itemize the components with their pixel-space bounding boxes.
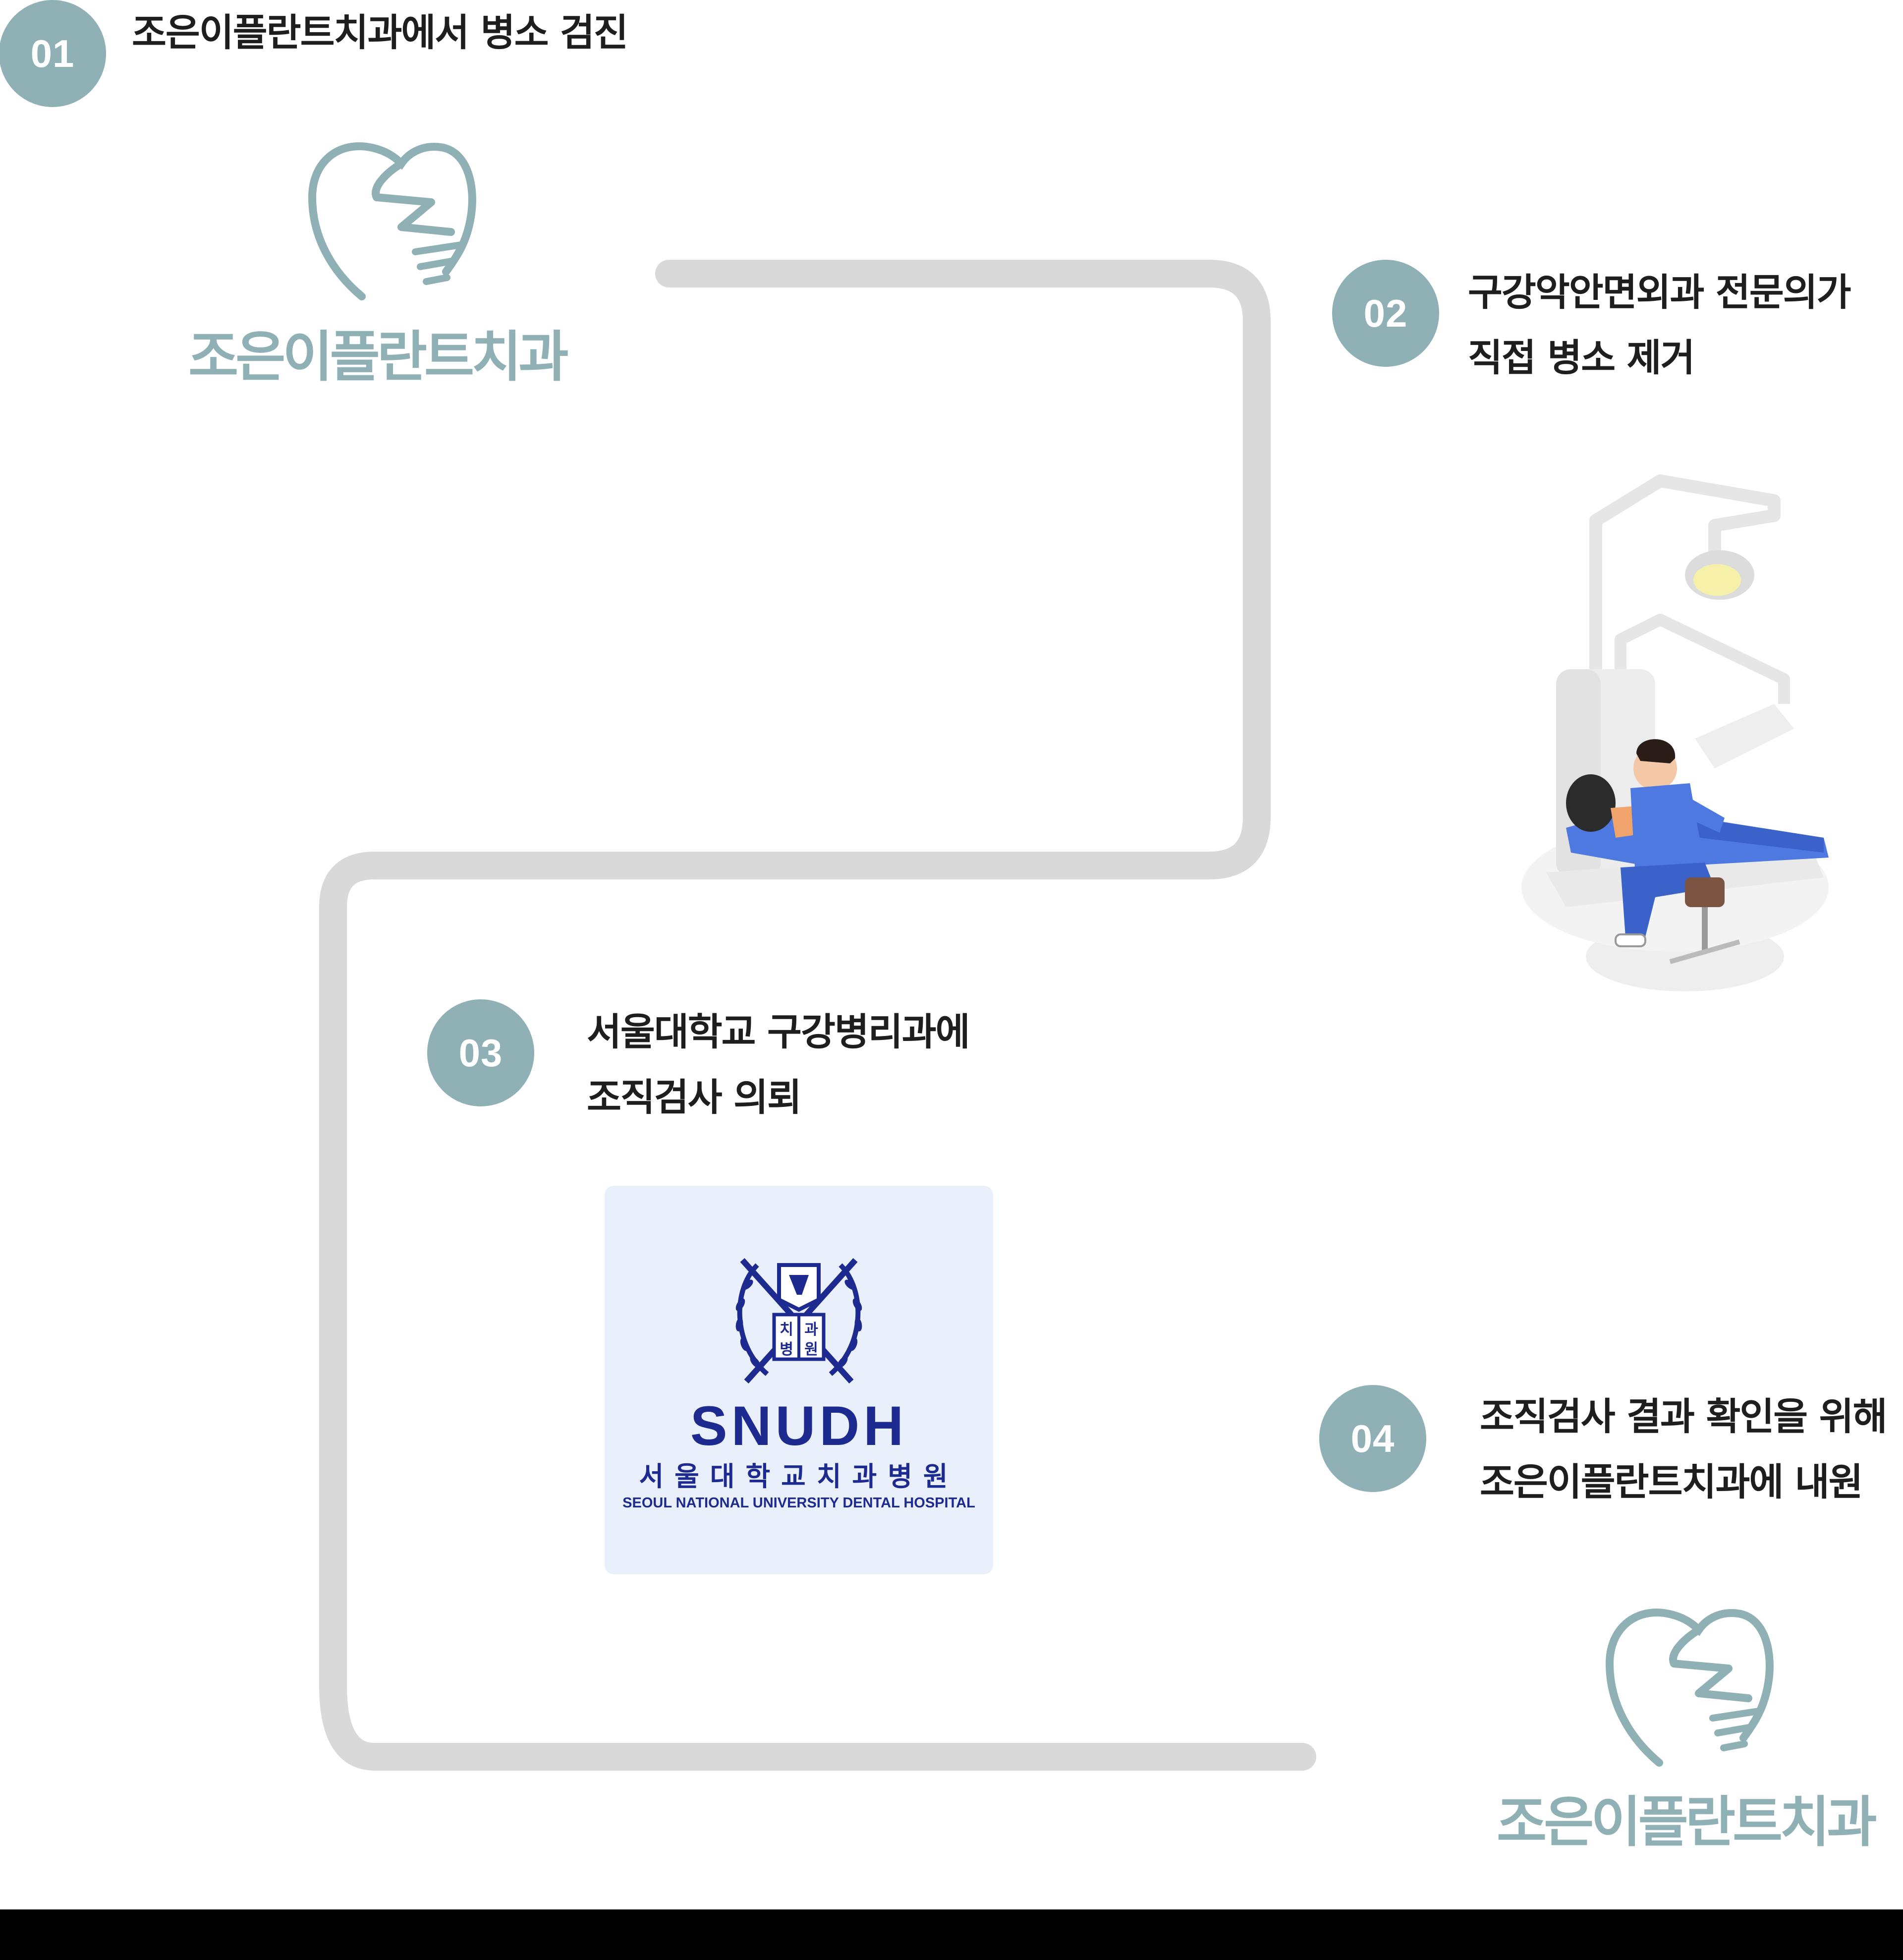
bottom-bar — [0, 1909, 1903, 1960]
step-line: 조은이플란트치과에 내원 — [1480, 1460, 1863, 1504]
step-description: 조직검사 결과 확인을 위해 조은이플란트치과에 내원 — [1480, 1384, 1887, 1515]
clinic-logo-text: 조은이플란트치과 — [188, 325, 569, 389]
step-number: 02 — [1363, 291, 1408, 335]
step-line: 조은이플란트치과에서 병소 검진 — [132, 10, 628, 55]
tooth-implant-icon — [1605, 1609, 1774, 1767]
snudh-seal-icon: 치 과 병 원 — [735, 1258, 862, 1384]
seal-char: 치 — [780, 1321, 793, 1338]
step-number-badge: 03 — [427, 999, 534, 1106]
step-description: 조은이플란트치과에서 병소 검진 — [132, 0, 628, 65]
step-line: 구강악안면외과 전문의가 — [1468, 270, 1851, 314]
step-line: 직접 병소 제거 — [1468, 336, 1695, 380]
step-description: 서울대학교 구강병리과에 조직검사 의뢰 — [587, 999, 970, 1130]
clinic-logo: 조은이플란트치과 — [188, 124, 605, 389]
step-description: 구강악안면외과 전문의가 직접 병소 제거 — [1468, 260, 1851, 391]
step-number: 03 — [458, 1031, 503, 1075]
step-number: 01 — [30, 31, 75, 75]
step-line: 조직검사 의뢰 — [587, 1075, 802, 1119]
snudh-english-name: SEOUL NATIONAL UNIVERSITY DENTAL HOSPITA… — [622, 1495, 975, 1511]
step-number-badge: 04 — [1319, 1385, 1426, 1492]
seal-char: 과 — [804, 1321, 818, 1338]
clinic-logo: 조은이플란트치과 — [1492, 1599, 1898, 1857]
step-number: 04 — [1350, 1416, 1395, 1460]
step-line: 서울대학교 구강병리과에 — [587, 1010, 970, 1054]
tooth-implant-icon — [308, 142, 476, 300]
clinic-logo-text: 조은이플란트치과 — [1497, 1790, 1877, 1854]
step-number-badge: 02 — [1332, 260, 1439, 367]
seal-char: 원 — [804, 1341, 818, 1358]
seal-char: 병 — [780, 1341, 793, 1358]
step-number-badge: 01 — [0, 0, 106, 107]
snudh-korean-name: 서울대학교치과병원 — [639, 1461, 959, 1492]
snudh-abbr: SNUDH — [690, 1395, 908, 1457]
dentist-illustration — [1521, 474, 1829, 991]
step-line: 조직검사 결과 확인을 위해 — [1480, 1394, 1887, 1439]
snudh-logo-card: 치 과 병 원 SNUDH 서울대학교치과병원 SEOUL NATIONAL U… — [605, 1186, 993, 1574]
